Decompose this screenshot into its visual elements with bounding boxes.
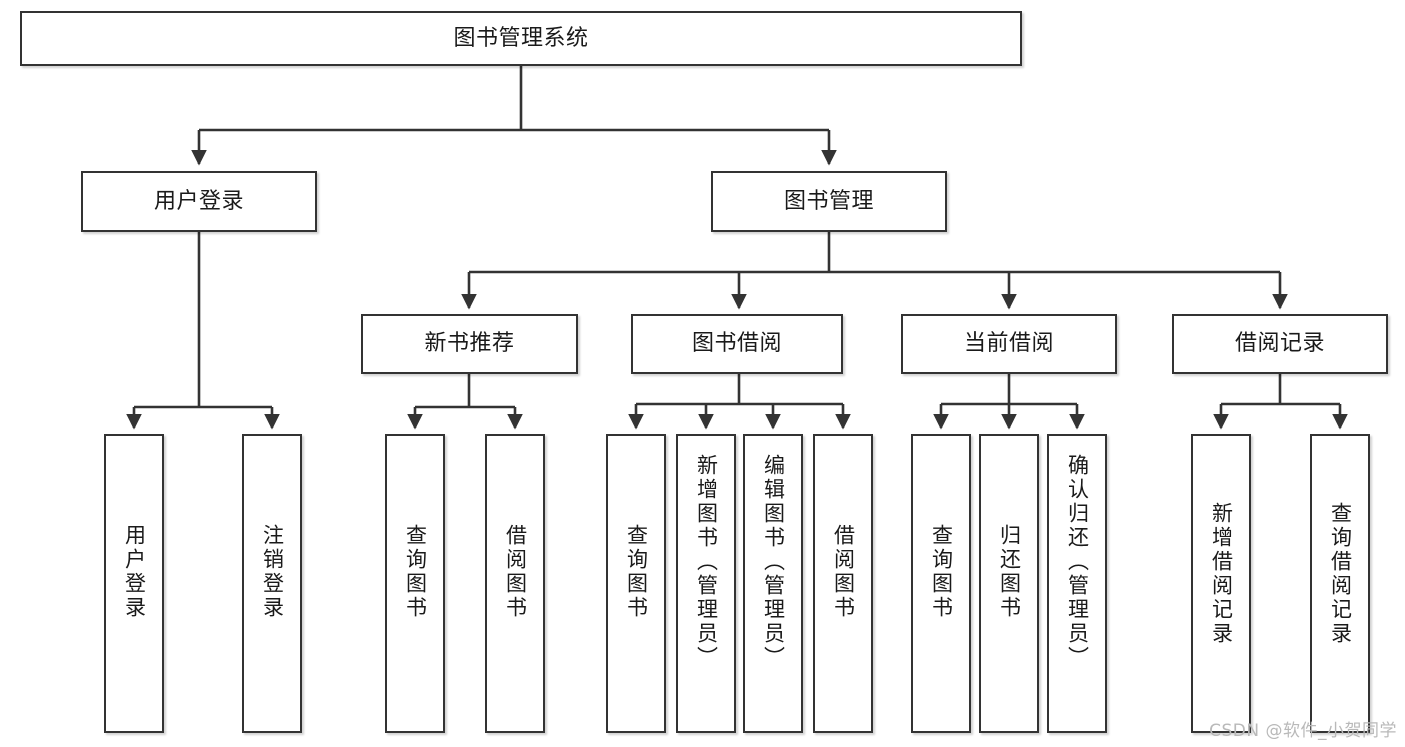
node-borrow-record[interactable]: 借阅记录 xyxy=(1172,314,1388,374)
node-leaf-user-login[interactable]: 用户登录 xyxy=(104,434,164,733)
node-leaf-user-login-label: 用户登录 xyxy=(122,524,147,620)
node-leaf-query-book-1[interactable]: 查询图书 xyxy=(385,434,445,733)
node-leaf-confirm-return-label: 确认归还（管理员） xyxy=(1065,454,1090,670)
node-current-borrow-label: 当前借阅 xyxy=(963,331,1054,357)
node-leaf-logout[interactable]: 注销登录 xyxy=(242,434,302,733)
node-leaf-add-book[interactable]: 新增图书（管理员） xyxy=(676,434,736,733)
node-leaf-query-book-1-label: 查询图书 xyxy=(403,524,428,620)
node-root-label: 图书管理系统 xyxy=(453,25,589,51)
node-borrow-record-label: 借阅记录 xyxy=(1234,331,1325,357)
node-current-borrow[interactable]: 当前借阅 xyxy=(901,314,1117,374)
node-leaf-edit-book-label: 编辑图书（管理员） xyxy=(761,454,786,670)
node-leaf-return-book-label: 归还图书 xyxy=(997,524,1022,620)
node-leaf-borrow-book-1[interactable]: 借阅图书 xyxy=(485,434,545,733)
node-leaf-query-book-3[interactable]: 查询图书 xyxy=(911,434,971,733)
node-book-borrow[interactable]: 图书借阅 xyxy=(631,314,843,374)
node-root[interactable]: 图书管理系统 xyxy=(20,11,1022,66)
csdn-watermark: CSDN @软件_小贺同学 xyxy=(1209,721,1397,741)
node-leaf-edit-book[interactable]: 编辑图书（管理员） xyxy=(743,434,803,733)
node-leaf-borrow-book-2-label: 借阅图书 xyxy=(831,524,856,620)
node-leaf-add-record[interactable]: 新增借阅记录 xyxy=(1191,434,1251,733)
node-leaf-query-book-2[interactable]: 查询图书 xyxy=(606,434,666,733)
node-leaf-logout-label: 注销登录 xyxy=(260,524,285,620)
node-new-book-recommend[interactable]: 新书推荐 xyxy=(361,314,578,374)
node-leaf-return-book[interactable]: 归还图书 xyxy=(979,434,1039,733)
node-leaf-query-record[interactable]: 查询借阅记录 xyxy=(1310,434,1370,733)
node-leaf-confirm-return[interactable]: 确认归还（管理员） xyxy=(1047,434,1107,733)
node-leaf-borrow-book-2[interactable]: 借阅图书 xyxy=(813,434,873,733)
node-book-borrow-label: 图书借阅 xyxy=(691,331,782,357)
node-leaf-query-record-label: 查询借阅记录 xyxy=(1328,502,1353,646)
node-leaf-query-book-3-label: 查询图书 xyxy=(929,524,954,620)
node-new-book-recommend-label: 新书推荐 xyxy=(424,331,515,357)
node-leaf-borrow-book-1-label: 借阅图书 xyxy=(503,524,528,620)
node-book-manage[interactable]: 图书管理 xyxy=(711,171,947,232)
node-user-login-label: 用户登录 xyxy=(153,188,244,214)
node-leaf-query-book-2-label: 查询图书 xyxy=(624,524,649,620)
node-leaf-add-record-label: 新增借阅记录 xyxy=(1209,502,1234,646)
node-user-login[interactable]: 用户登录 xyxy=(81,171,317,232)
node-book-manage-label: 图书管理 xyxy=(783,188,874,214)
node-leaf-add-book-label: 新增图书（管理员） xyxy=(694,454,719,670)
